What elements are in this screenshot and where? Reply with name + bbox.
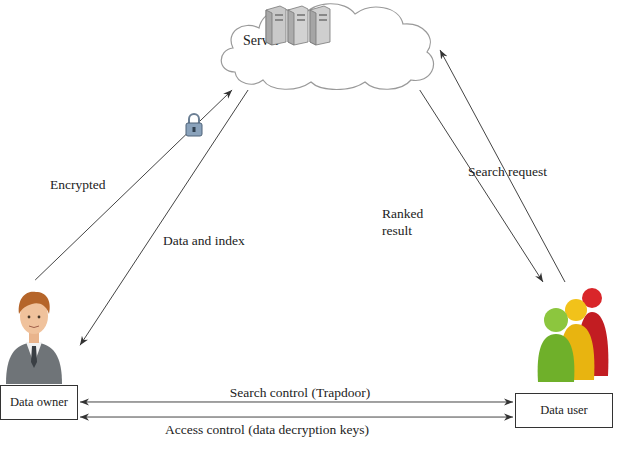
edge-label: Access control (data decryption keys) bbox=[165, 421, 369, 438]
flow-arrow bbox=[80, 90, 248, 345]
actor-node: Data owner bbox=[0, 280, 80, 422]
actor-label-box: Data owner bbox=[0, 385, 78, 420]
edge-label: Data and index bbox=[163, 232, 245, 249]
actor-label-box: Data user bbox=[515, 393, 613, 428]
actor-node: Data user bbox=[513, 282, 613, 428]
edge-label: Search control (Trapdoor) bbox=[190, 384, 410, 401]
flow-arrow bbox=[80, 417, 513, 418]
edge-label: Encrypted bbox=[50, 176, 105, 193]
flow-arrow bbox=[80, 401, 513, 402]
edge-label: Ranked result bbox=[382, 205, 432, 239]
flow-arrow bbox=[440, 50, 565, 282]
server-icon bbox=[262, 4, 334, 46]
lock-icon bbox=[184, 112, 204, 138]
flow-arrow bbox=[420, 90, 543, 282]
owner-person-icon bbox=[2, 284, 66, 386]
flow-arrow bbox=[35, 90, 232, 280]
edge-label: Search request bbox=[468, 163, 547, 180]
user-group-icon bbox=[532, 284, 610, 384]
